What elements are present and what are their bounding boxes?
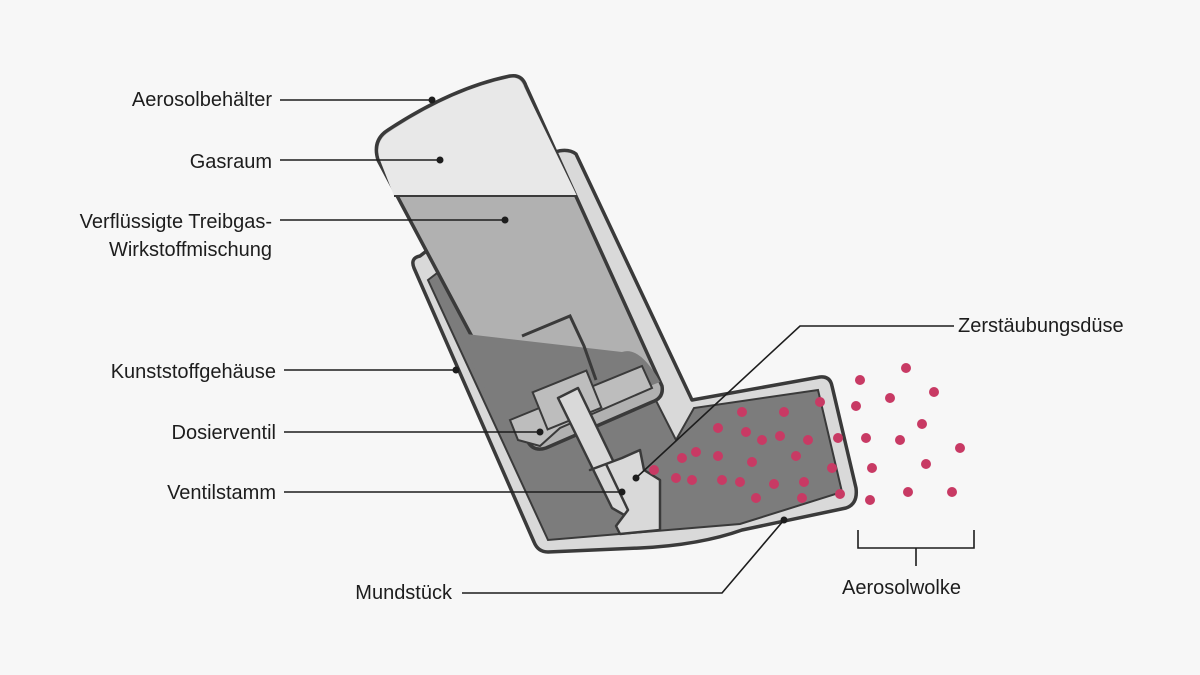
dot-ventilstamm <box>618 488 626 496</box>
label-aerosolwolke: Aerosolwolke <box>842 577 961 599</box>
aerosol-particle <box>717 475 727 485</box>
leader-mundstueck <box>462 519 785 594</box>
label-zerstaeubungsduese: Zerstäubungsdüse <box>958 315 1124 337</box>
aerosol-particle <box>955 443 965 453</box>
aerosol-particle <box>769 479 779 489</box>
aerosol-particle <box>735 477 745 487</box>
label-aerosolbehaelter: Aerosolbehälter <box>131 89 272 111</box>
label-treibgas: Verflüssigte Treibgas- Wirkstoffmischung <box>80 210 272 263</box>
aerosol-particle <box>737 407 747 417</box>
aerosol-particle <box>867 463 877 473</box>
aerosol-particle <box>649 465 659 475</box>
aerosol-particle <box>947 487 957 497</box>
aerosol-particle <box>895 435 905 445</box>
aerosol-particle <box>691 447 701 457</box>
aerosol-particle <box>747 457 757 467</box>
aerosol-particle <box>713 451 723 461</box>
aerosol-particle <box>757 435 767 445</box>
label-treibgas-line1: Verflüssigte Treibgas- <box>79 211 272 233</box>
aerosol-particle <box>671 473 681 483</box>
label-kunststoffgehaeuse: Kunststoffgehäuse <box>110 361 276 383</box>
dot-kunststoffgehaeuse <box>452 366 460 374</box>
dot-dosierventil <box>536 428 544 436</box>
dot-zerstaeubungsduese <box>632 474 640 482</box>
aerosol-particle <box>917 419 927 429</box>
aerosol-particle <box>865 495 875 505</box>
dot-treibgas <box>501 216 509 224</box>
aerosol-particle <box>775 431 785 441</box>
dot-mundstueck <box>780 516 788 524</box>
aerosol-particle <box>677 453 687 463</box>
aerosol-particle <box>921 459 931 469</box>
aerosol-particle <box>779 407 789 417</box>
aerosol-particle <box>861 433 871 443</box>
aerosol-particle <box>799 477 809 487</box>
aerosol-particle <box>741 427 751 437</box>
aerosol-particle <box>885 393 895 403</box>
dot-gasraum <box>436 156 444 164</box>
leader-lines <box>280 96 954 594</box>
aerosol-particle <box>827 463 837 473</box>
label-treibgas-line2: Wirkstoffmischung <box>108 239 272 261</box>
aerosol-particle <box>713 423 723 433</box>
aerosol-particle <box>929 387 939 397</box>
aerosol-particle <box>835 489 845 499</box>
aerosol-particle <box>833 433 843 443</box>
aerosol-particles <box>649 363 965 505</box>
dot-aerosolbehaelter <box>428 96 436 104</box>
aerosol-particle <box>751 493 761 503</box>
aerosol-particle <box>851 401 861 411</box>
label-dosierventil: Dosierventil <box>171 422 276 444</box>
aerosol-particle <box>791 451 801 461</box>
aerosol-particle <box>797 493 807 503</box>
aerosol-particle <box>903 487 913 497</box>
aerosol-particle <box>855 375 865 385</box>
aerosol-particle <box>687 475 697 485</box>
label-ventilstamm: Ventilstamm <box>167 482 276 504</box>
gas-space <box>378 77 577 196</box>
leader-zerstaeubungsduese <box>635 325 954 479</box>
label-mundstueck: Mundstück <box>355 582 452 604</box>
aerosol-particle <box>815 397 825 407</box>
aerosol-particle <box>901 363 911 373</box>
aerosol-cloud-bracket <box>857 530 975 566</box>
aerosol-particle <box>803 435 813 445</box>
label-gasraum: Gasraum <box>189 151 272 173</box>
